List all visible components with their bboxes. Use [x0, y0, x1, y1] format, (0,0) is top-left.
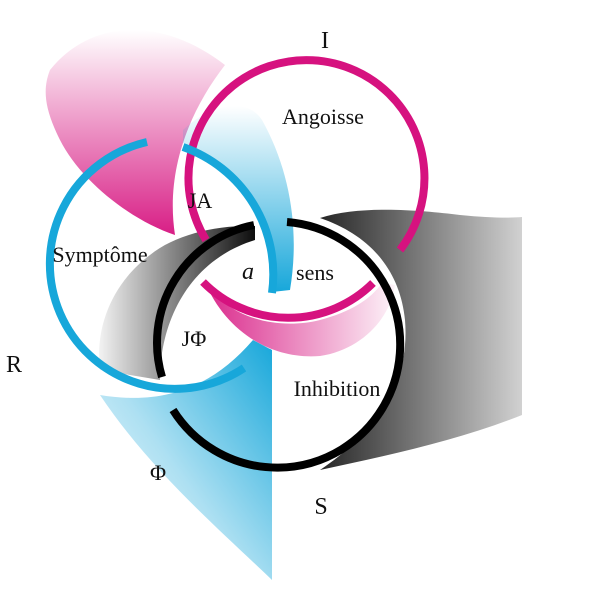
- symbolic-consistency-shade-right: [320, 209, 522, 470]
- ja-label: JA: [188, 188, 213, 213]
- phi-label: Φ: [150, 460, 166, 485]
- angoisse-label: Angoisse: [282, 104, 364, 129]
- ring-R-real-upper-arc: [181, 143, 278, 294]
- ring-R-label: R: [6, 352, 22, 378]
- symbolic-consistency-shade-left: [99, 225, 255, 380]
- imaginary-consistency-shade: [45, 29, 226, 236]
- real-consistency-shade-lower: [100, 340, 272, 580]
- ring-S-symbolic-left-arc: [153, 221, 255, 379]
- imaginary-consistency-shade-lower: [205, 282, 395, 357]
- ring-S-label: S: [314, 494, 327, 520]
- ring-I-label: I: [321, 28, 329, 54]
- jphi-label: JΦ: [182, 326, 207, 351]
- symptome-label: Symptôme: [52, 242, 147, 267]
- real-consistency-shade-upper: [183, 106, 294, 292]
- ring-R-real: [45, 138, 247, 393]
- ring-I-imaginary: [184, 56, 429, 253]
- ring-S-symbolic: [169, 218, 405, 472]
- ring-I-imaginary-lower-arc: [200, 279, 376, 322]
- sens-label: sens: [296, 260, 334, 285]
- inhibition-label: Inhibition: [294, 376, 381, 401]
- objet-a-label: a: [242, 259, 254, 285]
